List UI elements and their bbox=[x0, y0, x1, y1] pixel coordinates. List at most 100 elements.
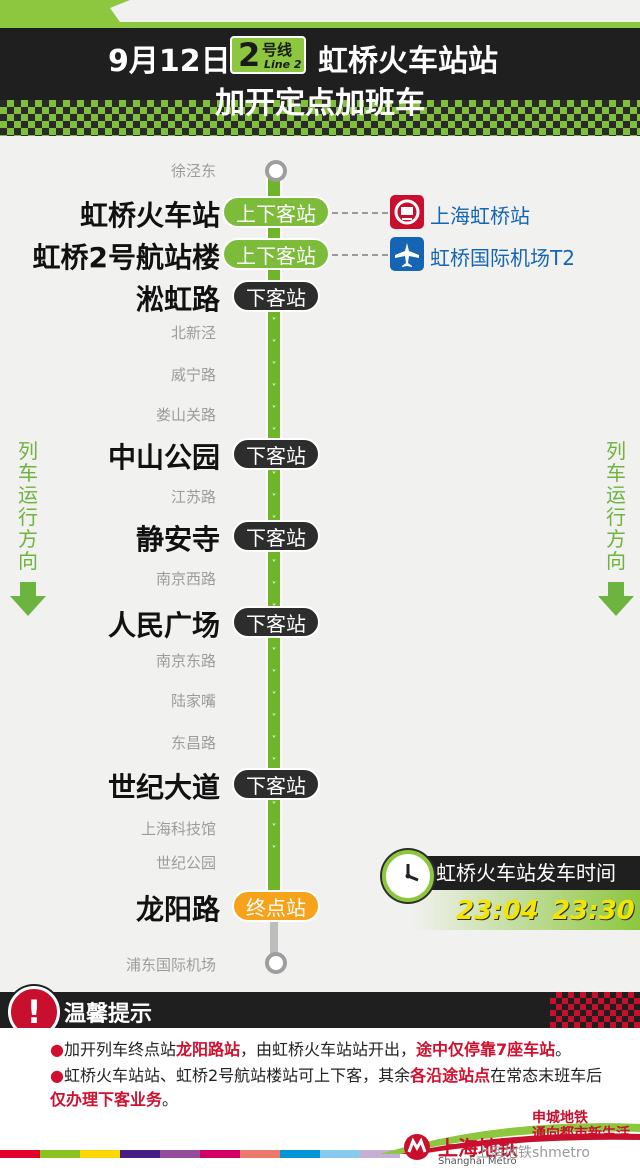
direction-char: 列 bbox=[606, 439, 626, 463]
alight-only-badge: 下客站 bbox=[232, 438, 320, 470]
alight-only-badge: 下客站 bbox=[232, 606, 320, 638]
chevron-down-icon: ˅ bbox=[271, 383, 277, 394]
chevron-down-icon: ˅ bbox=[271, 801, 277, 812]
metro-logo-en: Shanghai Metro bbox=[438, 1156, 517, 1167]
departure-time-panel: 虹桥火车站发车时间 23:04 23:30 bbox=[382, 846, 640, 942]
notice-header bbox=[0, 992, 640, 1028]
alight-only-badge: 下客站 bbox=[232, 768, 320, 800]
chevron-down-icon: ˅ bbox=[271, 405, 277, 416]
departure-title: 虹桥火车站发车时间 bbox=[412, 856, 640, 890]
bullet: ● bbox=[50, 1066, 64, 1085]
chevron-down-icon: ˅ bbox=[271, 691, 277, 702]
chevron-down-icon: ˅ bbox=[271, 559, 277, 570]
direction-char: 运 bbox=[18, 483, 38, 507]
direction-char: 行 bbox=[606, 505, 626, 529]
terminus-dot bbox=[265, 952, 287, 974]
chevron-down-icon: ˅ bbox=[271, 471, 277, 482]
alight-only-badge: 下客站 bbox=[232, 520, 320, 552]
direction-label-left: 列 车 运 行 方 向 bbox=[8, 440, 48, 572]
station-hongqiao-rail: 虹桥火车站 bbox=[79, 199, 220, 232]
notice-highlight: 各沿途站点 bbox=[410, 1066, 491, 1085]
slogan-line: 通向都市新生活 bbox=[532, 1126, 630, 1142]
notice-highlight: 仅办理下客业务 bbox=[50, 1090, 163, 1109]
chevron-down-icon: ˅ bbox=[271, 647, 277, 658]
color-stripes bbox=[0, 1150, 400, 1158]
transfer-dash bbox=[332, 254, 388, 256]
direction-char: 方 bbox=[18, 527, 38, 551]
direction-char: 列 bbox=[18, 439, 38, 463]
station-hongqiao-t2: 虹桥2号航站楼 bbox=[32, 241, 220, 274]
notice-body: ●加开列车终点站龙阳路站，由虹桥火车站站开出，途中仅停靠7座车站。 ●虹桥火车站… bbox=[0, 1028, 640, 1116]
date-text: 9月12日 bbox=[108, 44, 231, 79]
station-century-park: 世纪公园 bbox=[155, 854, 216, 872]
chevron-down-icon: ˅ bbox=[271, 339, 277, 350]
station-xujingdong: 徐泾东 bbox=[170, 162, 216, 180]
notice-highlight: 龙阳路站 bbox=[175, 1040, 240, 1059]
checker-pattern bbox=[0, 100, 640, 136]
line-number: 2 bbox=[238, 36, 261, 74]
notice-text: 。 bbox=[555, 1040, 572, 1059]
chevron-down-icon: ˅ bbox=[271, 713, 277, 724]
station-jingan-temple: 静安寺 bbox=[135, 523, 220, 556]
chevron-down-icon: ˅ bbox=[271, 735, 277, 746]
terminal-badge: 终点站 bbox=[232, 890, 320, 922]
transfer-airport-label: 虹桥国际机场T2 bbox=[430, 246, 575, 270]
chevron-down-icon: ˅ bbox=[271, 669, 277, 680]
metro-logo-icon bbox=[404, 1134, 430, 1160]
station-peoples-square: 人民广场 bbox=[107, 609, 220, 642]
station-songhong: 淞虹路 bbox=[135, 283, 220, 316]
alight-only-badge: 下客站 bbox=[232, 280, 320, 312]
direction-char: 向 bbox=[606, 549, 626, 573]
subtitle: 加开定点加班车 bbox=[215, 86, 425, 121]
notice-text: 加开列车终点站 bbox=[63, 1040, 176, 1059]
bullet: ● bbox=[50, 1040, 64, 1059]
direction-label-right: 列 车 运 行 方 向 bbox=[596, 440, 636, 572]
notice-line-2: ●虹桥火车站站、虹桥2号航站楼站可上下客，其余各沿途站点在常态末班车后仅办理下客… bbox=[50, 1064, 638, 1112]
notice-text: 虹桥火车站站、虹桥2号航站楼站可上下客，其余 bbox=[63, 1066, 411, 1085]
transfer-rail-label: 上海虹桥站 bbox=[430, 204, 530, 228]
line-2-badge: 2 号线 Line 2 bbox=[230, 36, 306, 74]
station-weining: 威宁路 bbox=[170, 366, 216, 384]
terminus-dot bbox=[265, 160, 287, 182]
direction-char: 车 bbox=[606, 461, 626, 485]
clock-icon bbox=[382, 850, 434, 902]
metro-logo-text: 上海地铁 bbox=[438, 1136, 518, 1160]
station-nanjing-e: 南京东路 bbox=[155, 652, 216, 670]
header-tab-shape bbox=[0, 0, 640, 34]
chevron-down-icon: ˅ bbox=[271, 581, 277, 592]
notice-title: 温馨提示 bbox=[64, 1002, 153, 1027]
station-sstm: 上海科技馆 bbox=[140, 820, 216, 838]
chevron-down-icon: ˅ bbox=[271, 493, 277, 504]
header: 9月12日 2 号线 Line 2 虹桥火车站站 加开定点加班车 bbox=[0, 0, 640, 150]
line-en: Line 2 bbox=[264, 58, 302, 71]
transfer-dash bbox=[332, 212, 388, 214]
departure-time-1: 23:04 bbox=[456, 896, 539, 926]
airplane-icon bbox=[390, 237, 424, 271]
chevron-down-icon: ˅ bbox=[271, 317, 277, 328]
chevron-down-icon: ˅ bbox=[271, 361, 277, 372]
station-beixinjing: 北新泾 bbox=[170, 324, 216, 342]
track-segment-inactive bbox=[270, 915, 278, 960]
board-alight-badge: 上下客站 bbox=[222, 196, 330, 228]
station-century-ave: 世纪大道 bbox=[107, 771, 220, 804]
station-pudong-airport: 浦东国际机场 bbox=[125, 956, 216, 974]
chevron-down-icon: ˅ bbox=[271, 845, 277, 856]
arrow-down-icon bbox=[598, 582, 634, 616]
direction-char: 方 bbox=[606, 527, 626, 551]
station-title: 虹桥火车站站 bbox=[318, 44, 498, 79]
slogan-line: 申城地铁 bbox=[532, 1110, 588, 1126]
station-dongchang: 东昌路 bbox=[170, 734, 216, 752]
station-zhongshan-park: 中山公园 bbox=[107, 441, 220, 474]
chevron-down-icon: ˅ bbox=[271, 757, 277, 768]
title-row: 9月12日 2 号线 Line 2 虹桥火车站站 bbox=[0, 36, 640, 79]
chevron-down-icon: ˅ bbox=[271, 427, 277, 438]
notice-text: 在常态末班车后 bbox=[490, 1066, 603, 1085]
station-jiangsu-rd: 江苏路 bbox=[170, 488, 216, 506]
direction-char: 向 bbox=[18, 549, 38, 573]
direction-char: 车 bbox=[18, 461, 38, 485]
departure-time-2: 23:30 bbox=[552, 896, 635, 926]
departure-times: 23:04 23:30 bbox=[412, 890, 640, 930]
line-cn: 号线 bbox=[262, 41, 293, 59]
station-loushanguan: 娄山关路 bbox=[155, 406, 216, 424]
station-lujiazui: 陆家嘴 bbox=[170, 692, 216, 710]
